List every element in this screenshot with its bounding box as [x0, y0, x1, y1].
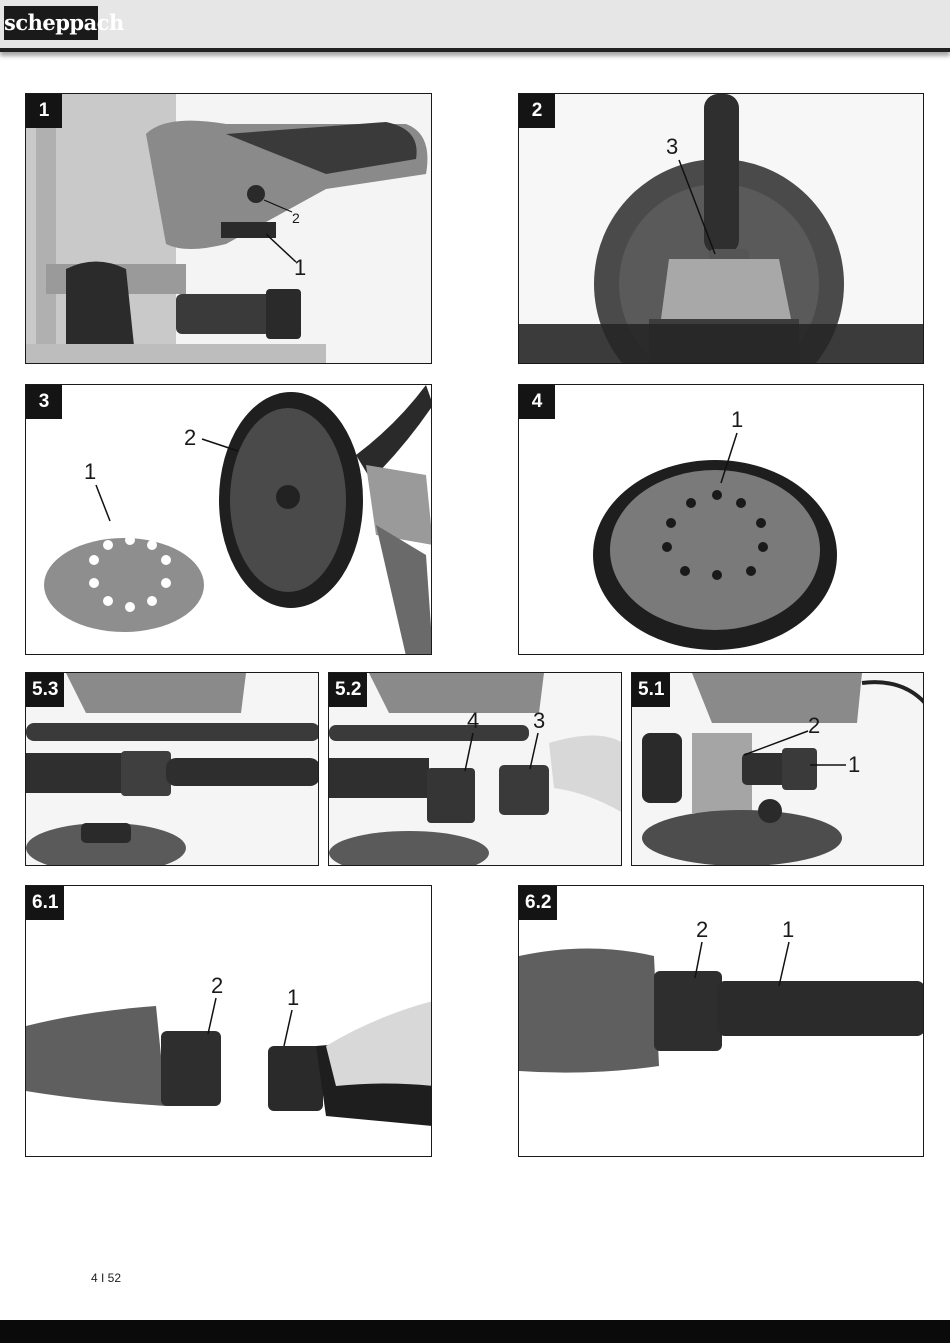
callout-2: 2	[211, 973, 224, 998]
figure-6-2: 6.2 2 1	[518, 885, 924, 1157]
figure-number: 2	[519, 94, 555, 128]
figure-4: 4 1	[518, 384, 924, 655]
figure-6-2-photo	[519, 886, 923, 1156]
figure-number: 5.3	[26, 673, 65, 707]
figure-number: 6.2	[519, 886, 558, 920]
page-header: scheppach	[0, 0, 950, 52]
callout-4: 4	[467, 708, 480, 733]
figure-number: 1	[26, 94, 62, 128]
callout-1: 1	[782, 917, 795, 942]
figure-5-1: 5.1 2 1	[631, 672, 924, 866]
figure-number: 5.1	[632, 673, 671, 707]
figure-3: 3 1 2	[25, 384, 432, 655]
callout-1: 1	[294, 255, 307, 280]
figure-1: 1 1 2	[25, 93, 432, 364]
figure-number: 5.2	[329, 673, 368, 707]
figure-6-1: 6.1 2 1	[25, 885, 432, 1157]
figure-5-2: 5.2 4 3	[328, 672, 622, 866]
callout-2: 2	[292, 210, 300, 226]
figure-2: 2 3	[518, 93, 924, 364]
callout-1: 1	[731, 407, 744, 432]
callout-3: 3	[666, 134, 679, 159]
callout-3: 3	[533, 708, 546, 733]
callout-2: 2	[696, 917, 709, 942]
callout-2: 2	[184, 425, 197, 450]
brand-logo: scheppach	[4, 6, 124, 40]
callout-1: 1	[84, 459, 97, 484]
figure-5-1-photo	[632, 673, 923, 865]
figure-number: 3	[26, 385, 62, 419]
figure-6-1-photo	[26, 886, 431, 1156]
figure-2-photo	[519, 94, 923, 363]
figure-4-photo	[519, 385, 923, 654]
page-footer-bar	[0, 1320, 950, 1343]
figure-1-photo	[26, 94, 431, 363]
figure-number: 6.1	[26, 886, 65, 920]
figure-5-3-photo	[26, 673, 318, 865]
figure-3-photo	[26, 385, 431, 654]
figure-5-2-photo	[329, 673, 621, 865]
callout-1: 1	[848, 752, 861, 777]
callout-1: 1	[287, 985, 300, 1010]
callout-2: 2	[808, 713, 821, 738]
page-number: 4 I 52	[91, 1271, 122, 1285]
figure-5-3: 5.3	[25, 672, 319, 866]
figure-number: 4	[519, 385, 555, 419]
